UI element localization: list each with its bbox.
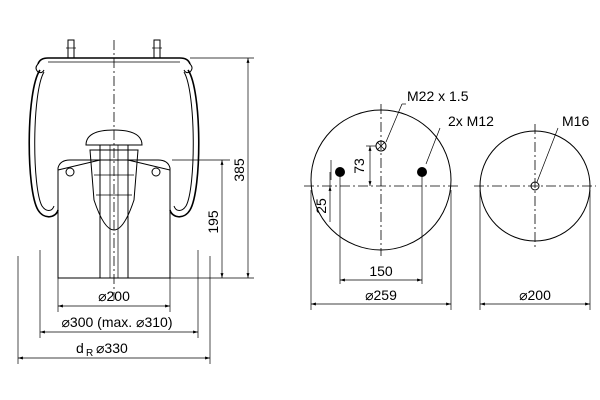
- dim-offset-vertical-label: 73: [351, 158, 367, 174]
- label-bottom-thread: M16: [562, 113, 589, 129]
- dim-top-plate-dia-label: ⌀259: [365, 287, 397, 303]
- dim-dr-sub: R: [86, 348, 93, 359]
- dim-height-label: 385: [231, 158, 247, 182]
- dim-piston-height-label: 195: [205, 210, 221, 234]
- dim-dr-prefix: d: [76, 340, 84, 356]
- dim-piston-height-195: [172, 159, 230, 278]
- dim-body-dia: [39, 250, 199, 338]
- bellows: [28, 69, 200, 218]
- dim-offset-small-label: 25: [313, 198, 329, 214]
- label-bolt-thread: 2x M12: [448, 113, 494, 129]
- dim-body-dia-label: ⌀300 (max. ⌀310): [61, 314, 172, 330]
- dim-height-385: [170, 57, 254, 279]
- dim-piston-dia: [57, 278, 171, 312]
- side-view: 385 195 ⌀200 ⌀300 (max. ⌀310) d R ⌀330: [17, 39, 254, 364]
- bottom-thread-hole: [530, 181, 540, 191]
- bottom-plate-view: [474, 124, 596, 310]
- dim-bolt-spacing-label: 150: [369, 263, 393, 279]
- top-plate-view: [304, 103, 458, 310]
- dim-bottom-plate-dia-label: ⌀200: [519, 287, 551, 303]
- label-center-thread: M22 x 1.5: [407, 88, 469, 104]
- dim-dr-value: ⌀330: [96, 340, 128, 356]
- dim-piston-dia-label: ⌀200: [98, 288, 130, 304]
- dim-dr: [17, 256, 211, 364]
